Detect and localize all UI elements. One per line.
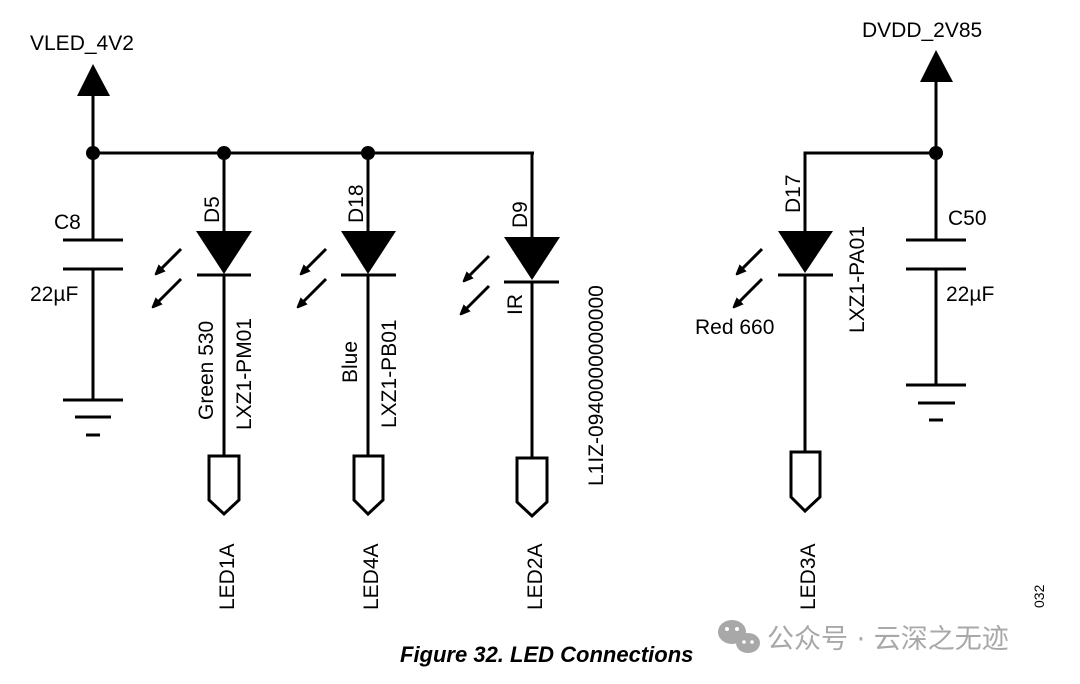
diode-icon	[196, 231, 252, 274]
led-d9: D9 IR L1IZ-0940000000000 LED2A	[463, 153, 608, 610]
dvdd-rail-label: DVDD_2V85	[862, 19, 982, 42]
led-part: LXZ1-PB01	[378, 319, 401, 428]
emission-arrow-icon	[736, 277, 764, 305]
watermark-text: 公众号 · 云深之无迹	[767, 624, 1009, 655]
ground-icon	[63, 398, 123, 437]
led-ref: D9	[509, 201, 532, 228]
capacitor-ref: C50	[948, 207, 987, 230]
capacitor-c50: C50 22µF	[906, 207, 994, 422]
capacitor-ref: C8	[54, 211, 81, 234]
net-port-icon	[789, 450, 822, 514]
led-d18: D18 Blue LXZ1-PB01 LED4A	[300, 153, 401, 610]
led-part: LXZ1-PA01	[846, 226, 869, 333]
led-color: Blue	[339, 341, 362, 383]
vled-rail: VLED_4V2	[30, 32, 534, 160]
ground-icon	[906, 383, 966, 422]
emission-arrow-icon	[155, 277, 183, 305]
capacitor-value: 22µF	[30, 283, 78, 306]
capacitor-value: 22µF	[946, 283, 994, 306]
led-color: Red 660	[695, 316, 774, 339]
emission-arrow-icon	[463, 284, 491, 312]
figure-code: 032	[1031, 584, 1047, 608]
vled-rail-label: VLED_4V2	[30, 32, 134, 55]
emission-arrow-icon	[739, 247, 764, 272]
net-label: LED3A	[797, 543, 820, 610]
led-color: Green 530	[195, 321, 218, 420]
led-d17: D17 Red 660 LXZ1-PA01 LED3A	[695, 174, 869, 610]
net-port-icon	[207, 454, 241, 517]
dvdd-rail: DVDD_2V85	[803, 19, 982, 240]
led-d5: D5 Green 530 LXZ1-PM01 LED1A	[155, 153, 256, 610]
wechat-icon	[718, 620, 760, 653]
watermark: 公众号 · 云深之无迹	[718, 620, 1009, 655]
junction-dot	[929, 146, 943, 160]
net-port-icon	[352, 454, 385, 517]
led-part: L1IZ-0940000000000	[585, 285, 608, 486]
power-arrow-icon	[920, 50, 953, 82]
net-label: LED2A	[524, 543, 547, 610]
rail-wire	[803, 151, 936, 231]
power-arrow-icon	[77, 64, 110, 96]
diode-icon	[341, 231, 396, 274]
led-ref: D5	[201, 196, 224, 223]
led-color: IR	[504, 294, 527, 315]
capacitor-c8: C8 22µF	[30, 153, 123, 437]
figure-caption: Figure 32. LED Connections	[400, 642, 693, 667]
net-label: LED4A	[360, 543, 383, 610]
emission-arrow-icon	[300, 277, 328, 305]
net-label: LED1A	[216, 543, 239, 610]
emission-arrow-icon	[466, 254, 491, 279]
emission-arrow-icon	[158, 247, 183, 272]
led-ref: D18	[345, 184, 368, 223]
diode-icon	[778, 231, 833, 273]
emission-arrow-icon	[303, 247, 328, 272]
diode-icon	[504, 237, 560, 280]
net-port-icon	[515, 456, 549, 519]
led-part: LXZ1-PM01	[233, 318, 256, 430]
led-ref: D17	[782, 174, 805, 213]
